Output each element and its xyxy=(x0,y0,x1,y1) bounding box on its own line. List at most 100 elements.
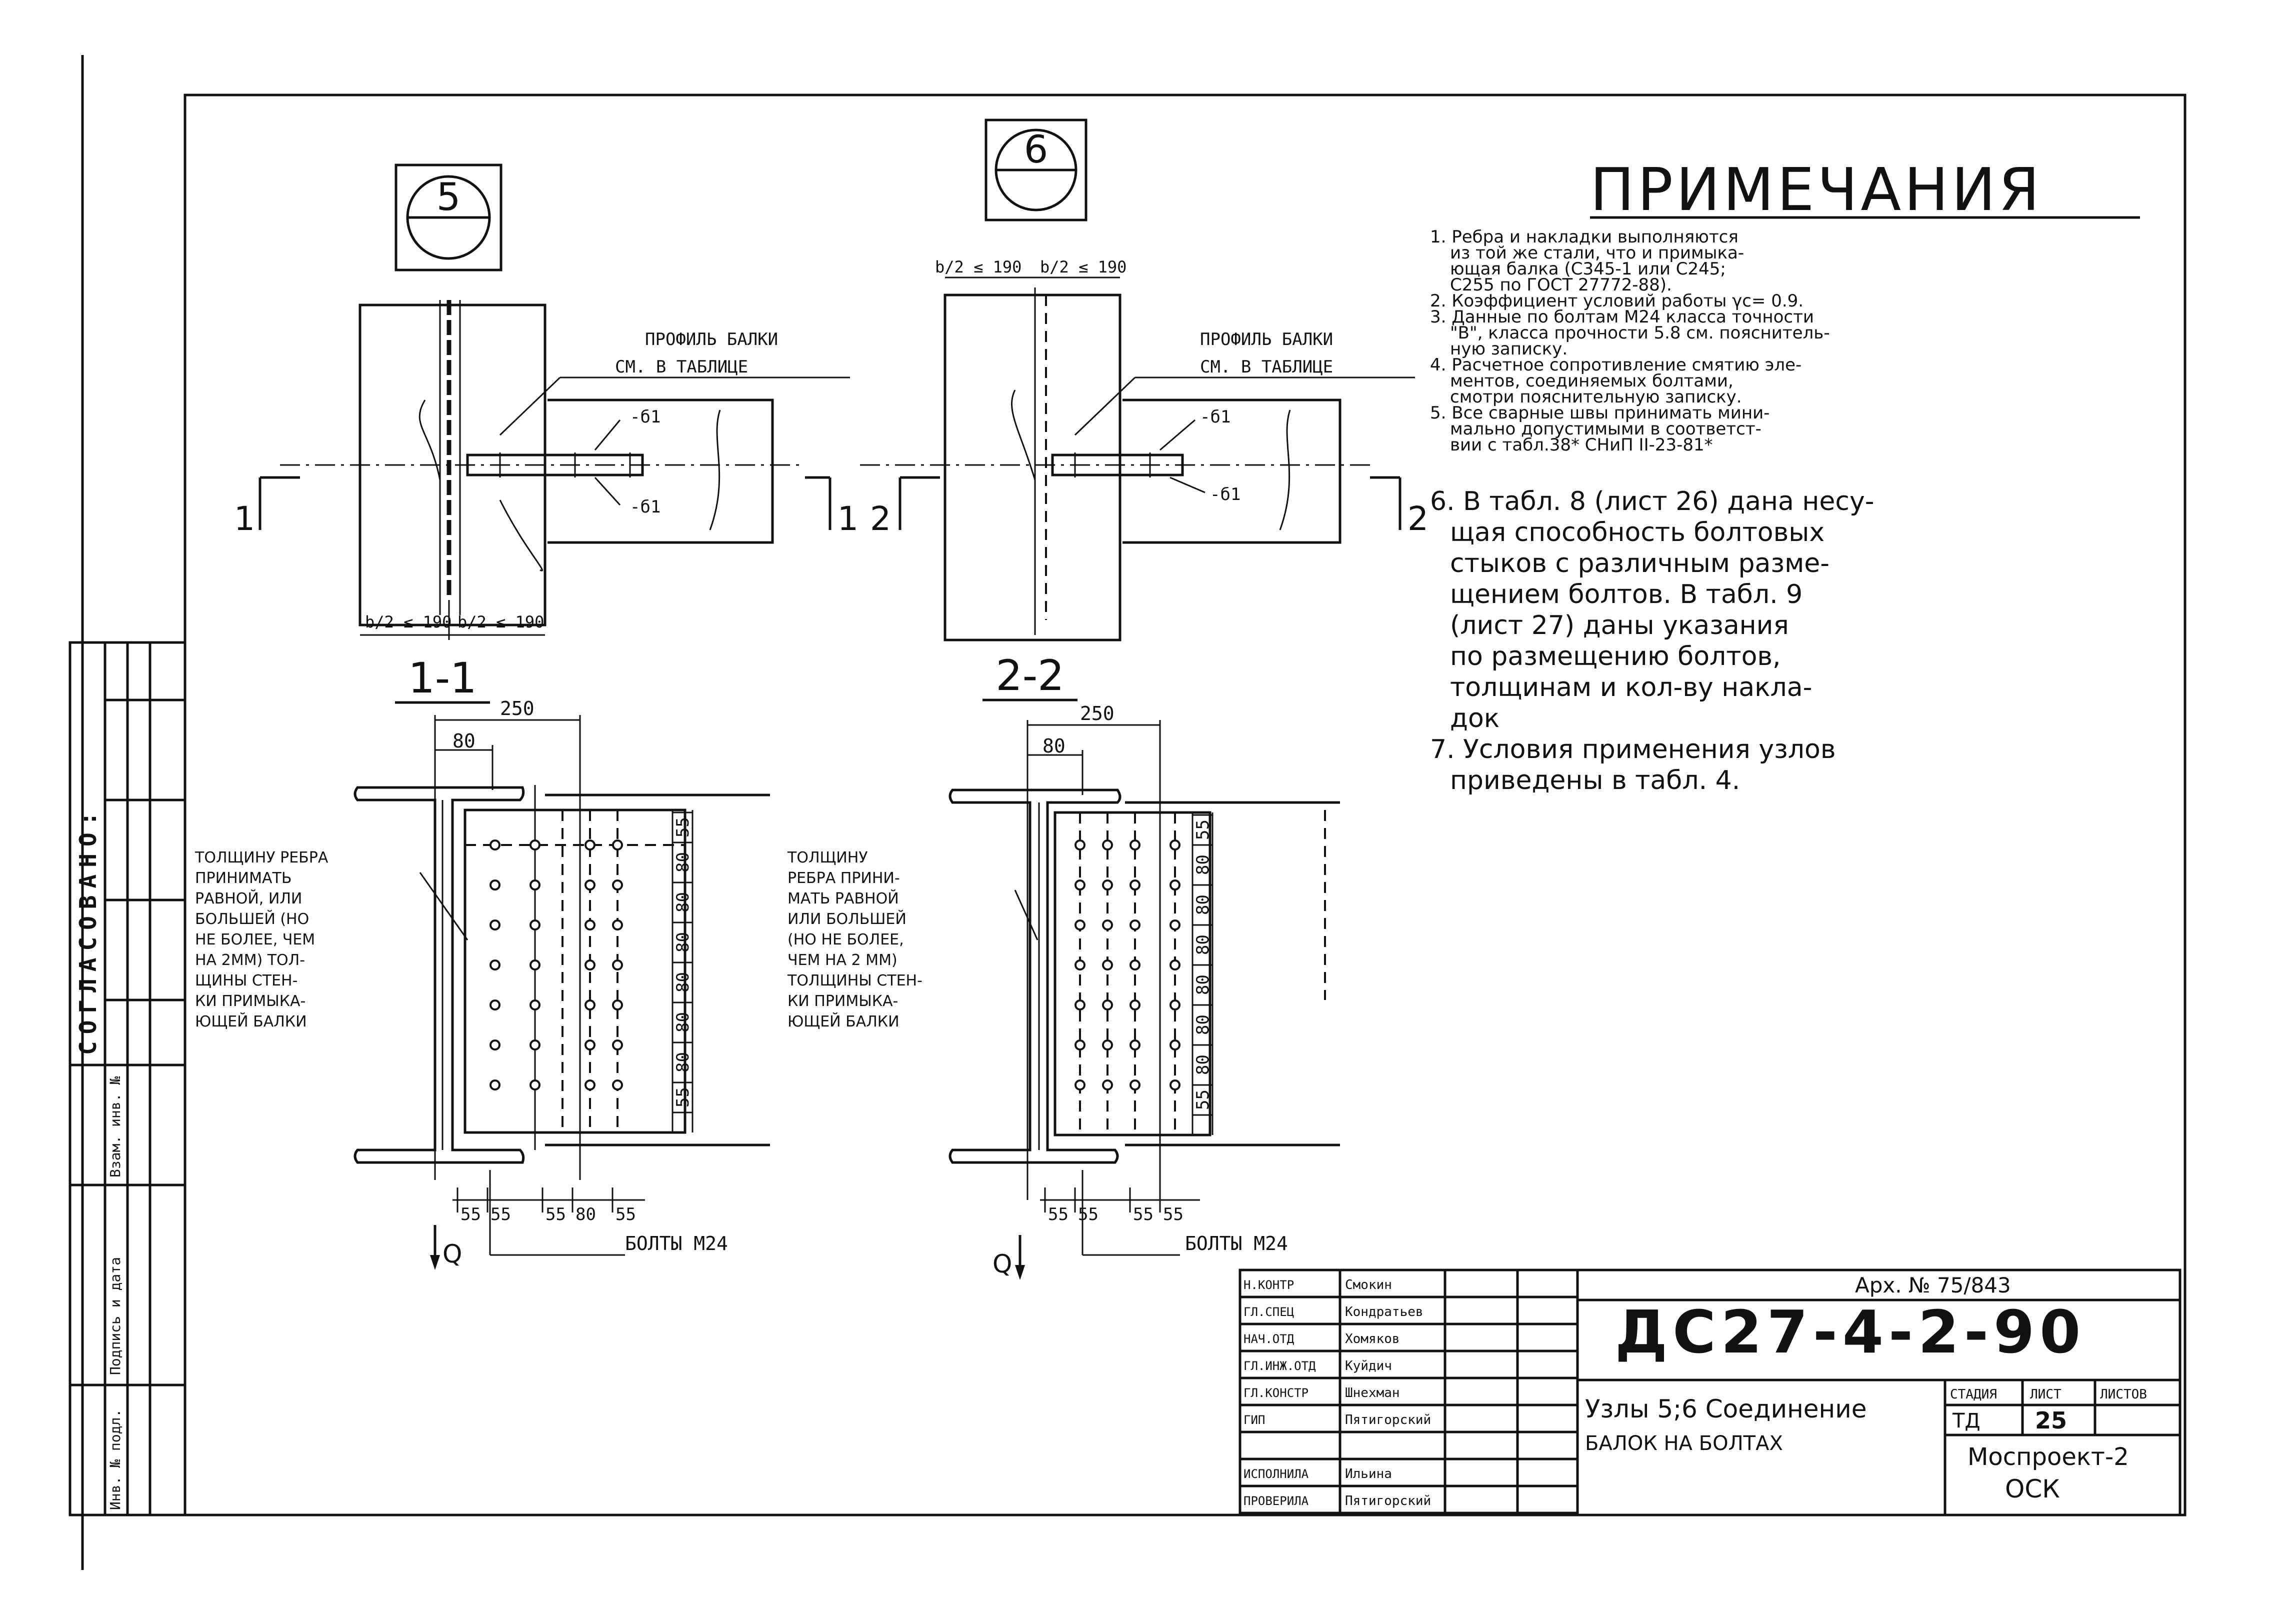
role-label: ГЛ.ИНЖ.ОТД xyxy=(1244,1359,1316,1373)
svg-text:Q: Q xyxy=(992,1250,1012,1278)
note-line: 1. Ребра и накладки выполняются xyxy=(1430,227,1738,247)
bolt xyxy=(1102,1000,1113,1010)
rib-note-line: НА 2ММ) ТОЛ- xyxy=(195,952,305,969)
dim-b2-left: b/2 ≤ 190 xyxy=(365,612,452,632)
side-stamp: СОГЛАСОВАНО: Взам. инв. № Подпись и дата… xyxy=(68,641,186,1516)
plate-label-top-6: -б1 xyxy=(1200,407,1230,427)
bolt xyxy=(1102,920,1113,930)
bolt xyxy=(1170,1000,1180,1010)
plate-label-bottom: -б1 xyxy=(630,497,660,517)
bolt xyxy=(490,1000,500,1010)
bolt xyxy=(1102,880,1113,890)
bottom-dim-3: 55 xyxy=(1163,1204,1184,1224)
note-line: 6. В табл. 8 (лист 26) дана несу- xyxy=(1430,486,1874,516)
soglasovano-label: СОГЛАСОВАНО: xyxy=(74,805,102,1055)
rib-note-line: РАВНОЙ, ИЛИ xyxy=(195,890,302,908)
bolt xyxy=(612,1000,623,1010)
bolt xyxy=(530,1040,540,1050)
role-name: Кондратьев xyxy=(1345,1304,1424,1320)
rib-note-line: ТОЛЩИНУ xyxy=(787,849,868,866)
bolt xyxy=(490,960,500,970)
note-line: щением болтов. В табл. 9 xyxy=(1450,580,1802,610)
vertical-dim-3: 80 xyxy=(1193,934,1213,955)
bolt xyxy=(490,1080,500,1090)
sheet-title-1: Узлы 5;6 Соединение xyxy=(1585,1394,1866,1424)
vertical-dim-4: 80 xyxy=(1193,974,1213,995)
load-arrow-q-left: Q xyxy=(430,1225,462,1270)
note-line: ющая балка (С345-1 или С245; xyxy=(1450,259,1726,279)
bolt xyxy=(584,840,596,850)
rib-note-line: РЕБРА ПРИНИ- xyxy=(788,870,900,887)
bolt xyxy=(1130,880,1140,890)
dim-b2-right: b/2 ≤ 190 xyxy=(458,612,544,632)
vertical-dim-1: 80 xyxy=(673,852,693,872)
stage-value: ТД xyxy=(1952,1410,1980,1432)
vertical-dim-2: 80 xyxy=(1193,894,1213,915)
node5-mark: 5 xyxy=(394,164,502,272)
note-line: ную записку. xyxy=(1450,339,1568,359)
bottom-dim-1: 55 xyxy=(490,1204,511,1224)
bolt xyxy=(612,960,623,970)
bolt xyxy=(1102,1080,1113,1090)
dim-b2-right-6: b/2 ≤ 190 xyxy=(1040,258,1126,276)
role-name: Пятигорский xyxy=(1345,1412,1431,1428)
bolt xyxy=(490,920,500,930)
sheet-value: 25 xyxy=(2035,1407,2067,1434)
bolt xyxy=(1074,840,1086,850)
profile-label-1: ПРОФИЛЬ БАЛКИ xyxy=(645,330,778,350)
bolt xyxy=(1170,840,1180,850)
dim-250-6: 250 xyxy=(1080,702,1114,724)
vertical-dim-4: 80 xyxy=(673,972,693,992)
rib-note-line: КИ ПРИМЫКА- xyxy=(195,992,306,1010)
dim-80-6: 80 xyxy=(1042,735,1066,757)
bolt xyxy=(530,880,540,890)
bolt xyxy=(1102,1040,1113,1050)
bolt xyxy=(584,1080,596,1090)
document-code: ДС27-4-2-90 xyxy=(1615,1298,2086,1366)
section-1-1: b/2 ≤ 190 b/2 ≤ 190 ПРОФИЛЬ БАЛКИ СМ. В … xyxy=(234,300,858,704)
note-line: (лист 27) даны указания xyxy=(1450,610,1789,640)
bolt xyxy=(612,1040,623,1050)
role-name: Шнехман xyxy=(1345,1386,1400,1400)
bolt xyxy=(1130,1000,1140,1010)
bolt xyxy=(1170,920,1180,930)
notes-title: ПРИМЕЧАНИЯ xyxy=(1590,155,2042,224)
role-label: ГЛ.КОНСТР xyxy=(1244,1386,1308,1400)
note-line: приведены в табл. 4. xyxy=(1450,766,1740,796)
svg-text:2: 2 xyxy=(870,500,891,538)
vertical-dim-7: 55 xyxy=(1193,1090,1213,1110)
org-name: Моспроект-2 xyxy=(1968,1443,2129,1471)
bolt xyxy=(490,840,500,850)
note-line: мально допустимыми в соответст- xyxy=(1450,419,1762,439)
bolt xyxy=(530,840,540,850)
plate-label-top: -б1 xyxy=(630,407,660,427)
svg-text:Q: Q xyxy=(442,1240,462,1268)
bolt xyxy=(490,1040,500,1050)
bolt xyxy=(1170,1040,1180,1050)
note-line: 7. Условия применения узлов xyxy=(1430,734,1836,764)
vertical-dim-5: 80 xyxy=(1193,1014,1213,1035)
role-label: ПРОВЕРИЛА xyxy=(1244,1494,1309,1508)
note-line: смотри пояснительную записку. xyxy=(1450,387,1742,407)
note-line: толщинам и кол-ву накла- xyxy=(1450,672,1812,702)
bolt xyxy=(584,1040,596,1050)
sheets-label: ЛИСТОВ xyxy=(2100,1387,2147,1402)
note-line: по размещению болтов, xyxy=(1450,642,1781,672)
rib-note-line: ТОЛЩИНУ РЕБРА xyxy=(194,849,328,866)
bolt xyxy=(584,960,596,970)
cut-marker-left-6: 2 xyxy=(870,476,940,538)
rib-note-line: ЩИНЫ СТЕН- xyxy=(195,972,298,990)
role-name: Ильина xyxy=(1345,1466,1392,1482)
bolt xyxy=(584,920,596,930)
arch-number: Арх. № 75/843 xyxy=(1855,1273,2011,1298)
profile-label-2: СМ. В ТАБЛИЦЕ xyxy=(615,357,748,377)
bolt xyxy=(1170,960,1180,970)
profile-label-2-6: СМ. В ТАБЛИЦЕ xyxy=(1200,357,1333,377)
